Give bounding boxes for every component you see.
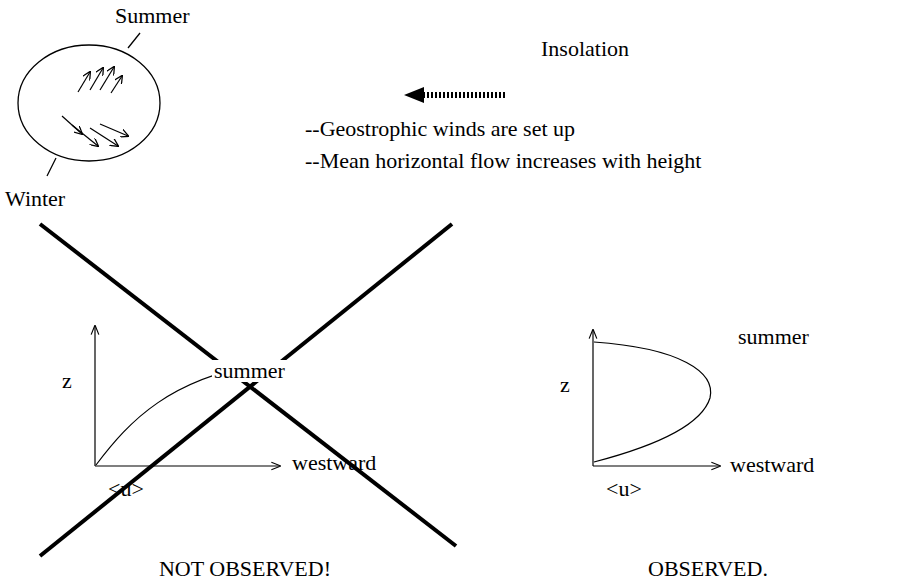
- axis-label: z: [62, 370, 72, 392]
- season-label: Winter: [5, 188, 65, 210]
- observed-plot: [593, 330, 720, 466]
- axis-label: westward: [730, 454, 814, 476]
- not-observed-plot: [95, 326, 280, 466]
- season-label: Summer: [115, 5, 190, 27]
- axis-label: <u>: [108, 478, 144, 500]
- globe: [18, 33, 160, 176]
- axis-tick: [47, 158, 56, 176]
- axis-label: z: [560, 374, 570, 396]
- verdict-label: OBSERVED.: [648, 558, 768, 580]
- verdict-label: NOT OBSERVED!: [159, 558, 331, 580]
- wind-arrows: [62, 67, 128, 146]
- axis-tick: [128, 33, 140, 48]
- insolation-label: Insolation: [541, 38, 629, 60]
- note: --Geostrophic winds are set up: [305, 118, 575, 140]
- curve-label: summer: [738, 326, 809, 348]
- globe-outline: [18, 45, 160, 161]
- note: --Mean horizontal flow increases with he…: [305, 150, 701, 172]
- insolation-arrow: [404, 87, 505, 103]
- axis-label: westward: [292, 452, 376, 474]
- axis-label: <u>: [606, 478, 642, 500]
- curve-label: summer: [212, 360, 287, 382]
- cross-out: [40, 224, 456, 556]
